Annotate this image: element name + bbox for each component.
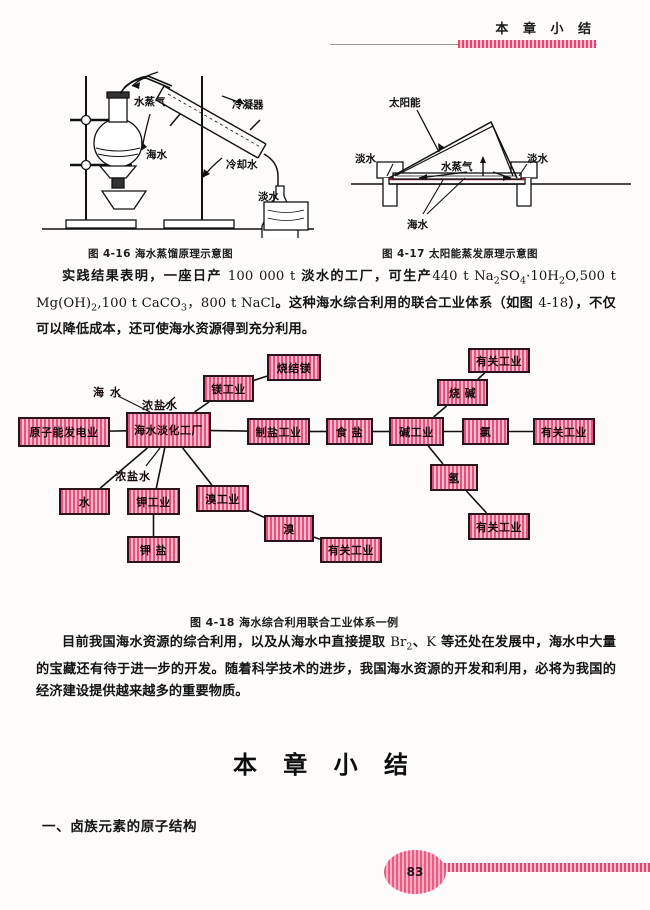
- running-header-title: 本 章 小 结: [495, 22, 596, 37]
- header-decorative-bar: [458, 40, 596, 48]
- figure-4-17-illustration: 太阳能 淡水 淡水 水蒸气 海水: [345, 80, 635, 240]
- fig417-label-fresh-left: 淡水: [355, 152, 376, 165]
- fig416-label-condenser: 冷凝器: [232, 98, 264, 111]
- fig417-label-vapor: 水蒸气: [440, 160, 473, 173]
- chapter-summary-title: 本 章 小 结: [232, 751, 418, 779]
- flowchart-edges: [99, 372, 533, 541]
- flow-node-mg_industry: 镁工业: [203, 375, 254, 402]
- fig416-label-cooling-water: 冷却水: [226, 158, 258, 171]
- flow-edge-label-seawater: 海 水: [93, 386, 122, 399]
- flow-node-salt_industry: 制盐工业: [247, 418, 310, 445]
- section-heading-one: 一、卤族元素的原子结构: [42, 819, 198, 835]
- fig417-label-solar: 太阳能: [388, 96, 421, 109]
- flow-edge-label-brine_bot: 浓盐水: [115, 470, 151, 483]
- flow-node-hydrogen: 氢: [430, 464, 478, 491]
- flow-node-related_top: 有关工业: [468, 348, 530, 373]
- flow-node-bromine: 溴: [264, 515, 314, 542]
- paragraph-seawater-products: 实践结果表明，一座日产 100 000 t 淡水的工厂，可生产440 t Na2…: [36, 269, 617, 338]
- footer-decorative-bar: [416, 863, 650, 872]
- page-number: 83: [406, 865, 424, 879]
- flow-node-atomic_power: 原子能发电业: [18, 417, 110, 447]
- figure-4-17-caption: 图 4-17 太阳能蒸发原理示意图: [382, 248, 538, 260]
- figure-4-18-flowchart: 原子能发电业海水淡化工厂镁工业烧结镁制盐工业食 盐碱工业烧 碱有关工业氯有关工业…: [0, 340, 650, 610]
- flow-node-related_hydro: 有关工业: [468, 513, 530, 540]
- flow-node-sintered_mg: 烧结镁: [267, 354, 321, 381]
- fig416-label-fresh-water: 淡水: [258, 190, 279, 203]
- flow-edge-label-brine_top: 浓盐水: [142, 399, 178, 412]
- page-number-badge: 83: [384, 850, 446, 894]
- flow-node-chlorine: 氯: [462, 418, 509, 445]
- flow-node-br_industry: 溴工业: [196, 485, 249, 512]
- flow-node-related_br: 有关工业: [320, 537, 382, 563]
- figure-4-16-illustration: 水蒸气 海水 冷凝器 冷却水 淡水: [24, 58, 324, 249]
- fig416-label-seawater: 海水: [146, 148, 167, 161]
- figure-4-16-caption: 图 4-16 海水蒸馏原理示意图: [88, 248, 233, 260]
- flow-node-alkali_industry: 碱工业: [389, 417, 444, 446]
- fig417-label-seawater: 海水: [407, 218, 428, 231]
- flow-node-caustic_soda: 烧 碱: [437, 379, 488, 406]
- flow-node-desal_plant: 海水淡化工厂: [126, 412, 211, 448]
- flow-node-table_salt: 食 盐: [326, 418, 373, 445]
- fig417-label-fresh-right: 淡水: [527, 152, 548, 165]
- flow-node-k_salt: 钾 盐: [127, 536, 180, 563]
- paragraph-future-outlook: 目前我国海水资源的综合利用，以及从海水中直接提取 Br2、K 等还处在发展中，海…: [36, 635, 616, 699]
- flow-node-related_right: 有关工业: [533, 418, 595, 445]
- flow-node-water: 水: [59, 488, 110, 515]
- flow-node-k_industry: 钾工业: [127, 488, 180, 515]
- figure-4-18-caption: 图 4-18 海水综合利用联合工业体系一例: [190, 616, 399, 629]
- fig416-label-vapor: 水蒸气: [133, 95, 166, 108]
